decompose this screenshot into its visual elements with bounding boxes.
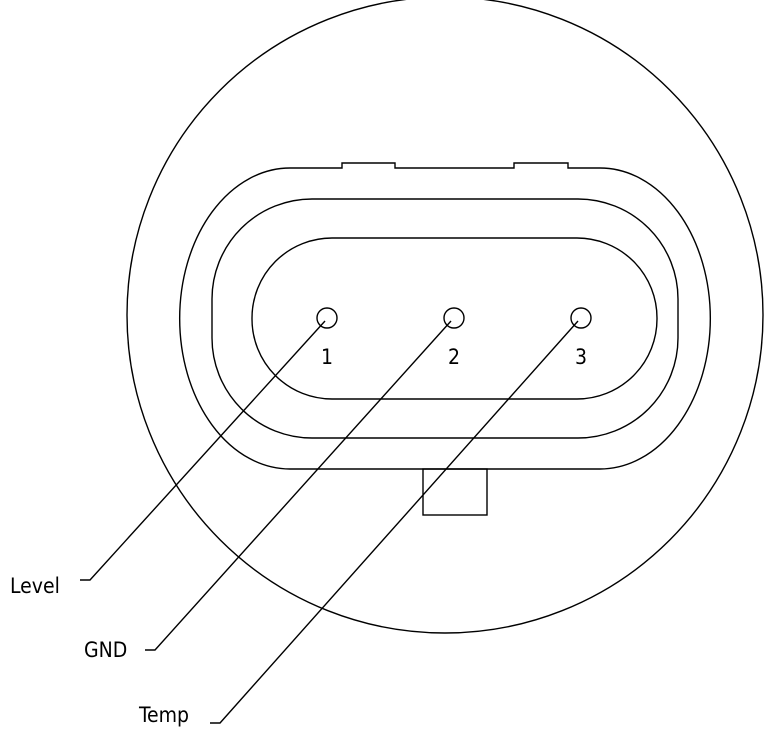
leader-line-level <box>80 320 326 581</box>
pin-2-number: 2 <box>448 345 460 369</box>
pin-3-number: 3 <box>575 345 587 369</box>
leader-line-gnd <box>145 320 452 651</box>
pin-3 <box>570 307 592 329</box>
housing-outline <box>126 0 764 634</box>
locking-tab <box>422 468 488 516</box>
label-gnd: GND <box>84 638 127 662</box>
label-level: Level <box>10 574 60 598</box>
pin-2 <box>443 307 465 329</box>
connector-inner-cavity <box>251 237 658 400</box>
pin-1 <box>316 307 338 329</box>
leader-line-temp <box>210 320 579 724</box>
label-temp: Temp <box>138 703 189 727</box>
connector-middle-shell <box>211 198 679 439</box>
pin-1-number: 1 <box>321 345 333 369</box>
connector-outer-shell <box>178 162 712 470</box>
